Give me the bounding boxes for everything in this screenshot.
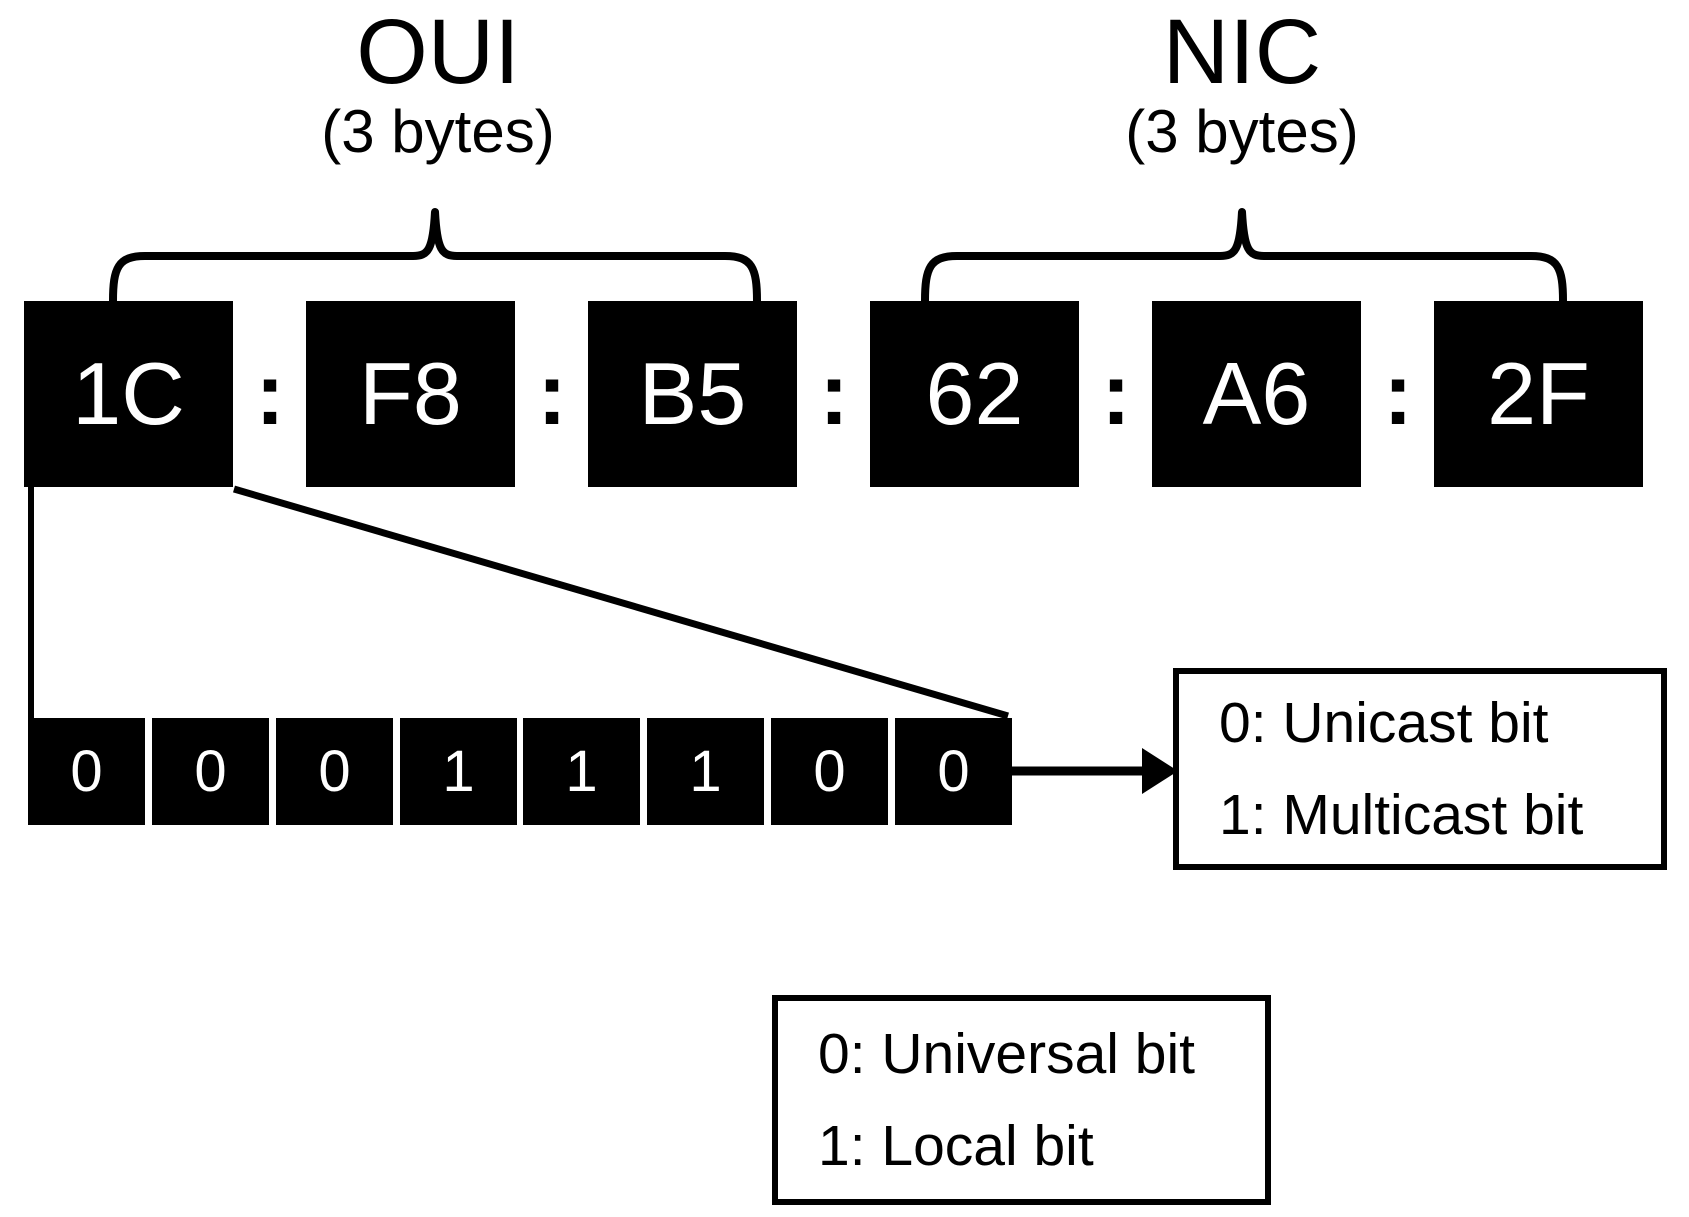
bit-cell-0: 0	[895, 718, 1012, 825]
universal-legend-line: 0: Universal bit	[818, 1021, 1195, 1086]
nic-label: NIC	[1162, 1, 1322, 103]
bit-cell-2: 1	[647, 718, 764, 825]
bit-cell-3: 1	[523, 718, 640, 825]
diagonal-connector-line	[233, 485, 1009, 720]
byte-box-nic-2: A6	[1152, 301, 1361, 487]
universal-local-legend: 0: Universal bit 1: Local bit	[772, 995, 1271, 1205]
multicast-legend-line: 1: Multicast bit	[1219, 783, 1584, 847]
bit-cell-6: 0	[152, 718, 269, 825]
colon-separator: :	[819, 344, 849, 443]
colon-separator: :	[537, 344, 567, 443]
nic-brace-icon	[921, 208, 1567, 302]
bit-cell-1: 0	[771, 718, 888, 825]
bit-cell-4: 1	[400, 718, 517, 825]
oui-bytes-label: (3 bytes)	[321, 98, 555, 165]
unicast-legend-line: 0: Unicast bit	[1219, 690, 1549, 755]
byte-box-oui-3: B5	[588, 301, 797, 487]
bit-cell-5: 0	[276, 718, 393, 825]
oui-brace-icon	[109, 208, 761, 302]
colon-separator: :	[255, 344, 285, 443]
local-legend-line: 1: Local bit	[818, 1114, 1094, 1178]
byte-box-oui-1: 1C	[24, 301, 233, 487]
bit-cell-7: 0	[28, 718, 145, 825]
oui-label: OUI	[356, 1, 520, 103]
byte-box-oui-2: F8	[306, 301, 515, 487]
colon-separator: :	[1383, 344, 1413, 443]
nic-bytes-label: (3 bytes)	[1125, 98, 1359, 165]
byte-box-nic-1: 62	[870, 301, 1079, 487]
byte-box-nic-3: 2F	[1434, 301, 1643, 487]
unicast-multicast-legend: 0: Unicast bit 1: Multicast bit	[1173, 668, 1667, 870]
colon-separator: :	[1101, 344, 1131, 443]
